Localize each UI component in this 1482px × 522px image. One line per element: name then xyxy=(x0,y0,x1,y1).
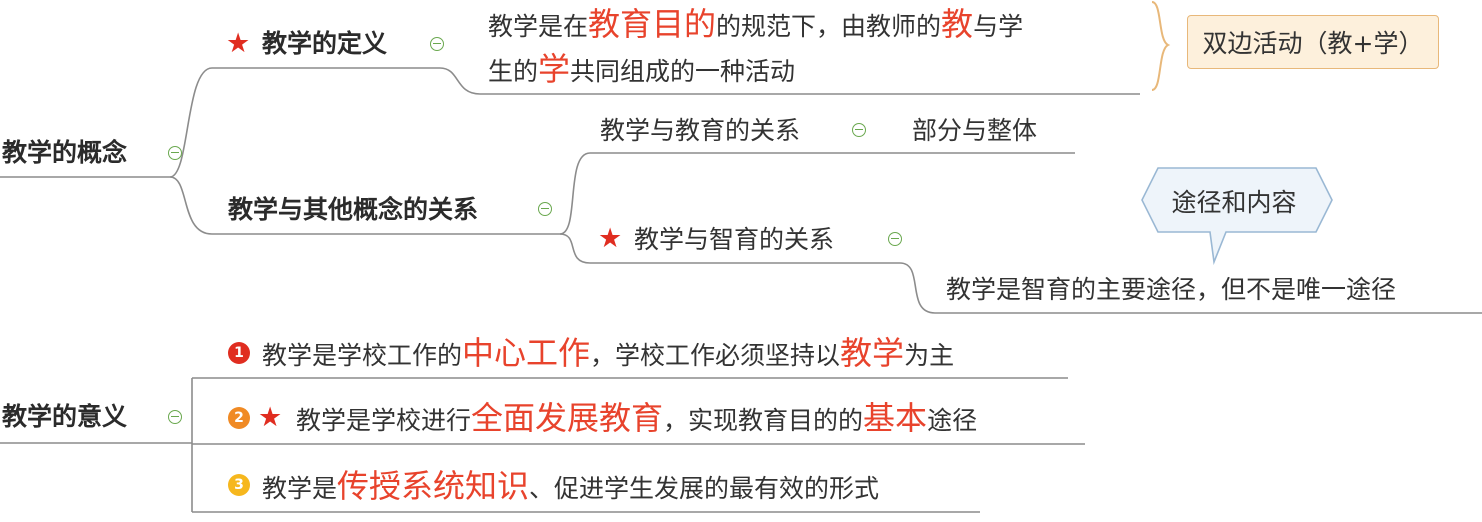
collapse-icon[interactable] xyxy=(538,202,552,216)
significance-item-1[interactable]: 教学是学校工作的中心工作，学校工作必须坚持以教学为主 xyxy=(262,334,955,372)
definition-text-line1[interactable]: 教学是在教育目的的规范下，由教师的教与学 xyxy=(488,5,1024,43)
root-significance-title[interactable]: 教学的意义 xyxy=(2,402,128,431)
star-icon: ★ xyxy=(598,223,623,254)
education-relation-label[interactable]: 教学与教育的关系 xyxy=(600,116,801,145)
definition-label[interactable]: 教学的定义 xyxy=(262,29,388,58)
number-badge-1: 1 xyxy=(228,342,250,364)
significance-item-2[interactable]: 教学是学校进行全面发展教育，实现教育目的的基本途径 xyxy=(296,399,978,437)
root-concept-title[interactable]: 教学的概念 xyxy=(2,138,128,167)
education-relation-value[interactable]: 部分与整体 xyxy=(912,116,1038,145)
number-badge-2: 2 xyxy=(228,407,250,429)
relations-label[interactable]: 教学与其他概念的关系 xyxy=(228,195,479,224)
star-icon: ★ xyxy=(258,402,283,433)
intellect-relation-value[interactable]: 教学是智育的主要途径，但不是唯一途径 xyxy=(946,275,1397,304)
collapse-icon[interactable] xyxy=(430,37,444,51)
definition-text-line2[interactable]: 生的学共同组成的一种活动 xyxy=(488,50,796,88)
significance-item-3[interactable]: 教学是传授系统知识、促进学生发展的最有效的形式 xyxy=(262,467,880,505)
collapse-icon[interactable] xyxy=(168,146,182,160)
star-icon: ★ xyxy=(226,28,251,59)
collapse-icon[interactable] xyxy=(852,123,866,137)
number-badge-3: 3 xyxy=(228,474,250,496)
intellect-relation-label[interactable]: 教学与智育的关系 xyxy=(634,225,835,254)
collapse-icon[interactable] xyxy=(888,232,902,246)
summary-text: 双边活动（教+学） xyxy=(1202,29,1424,58)
callout-text[interactable]: 途径和内容 xyxy=(1171,188,1297,217)
callout-shape xyxy=(1141,167,1333,266)
collapse-icon[interactable] xyxy=(168,410,182,424)
summary-box[interactable]: 双边活动（教+学） xyxy=(1187,15,1439,69)
